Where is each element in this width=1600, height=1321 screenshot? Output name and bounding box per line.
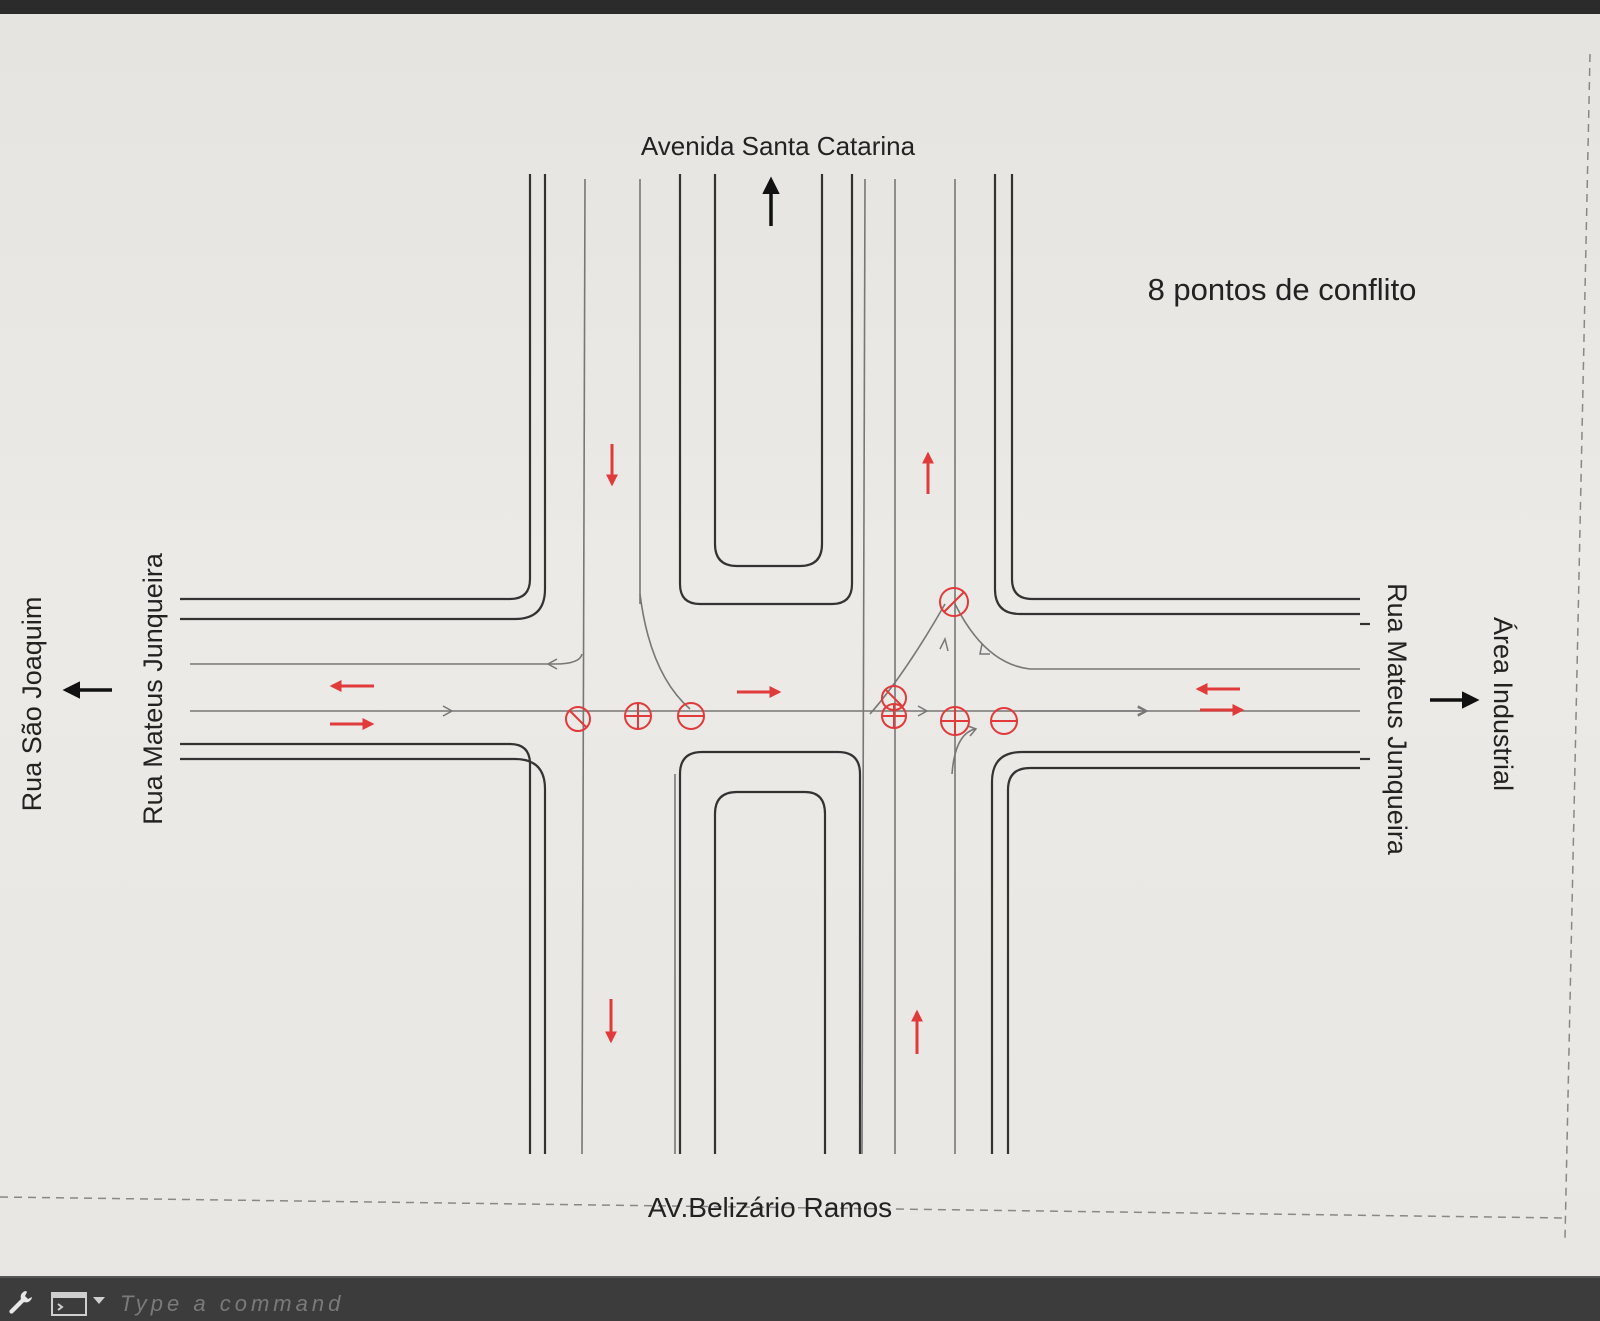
- street-label-bottom: AV.Belizário Ramos: [648, 1192, 892, 1223]
- street-label-left-inner: Rua Mateus Junqueira: [138, 552, 168, 825]
- conflict-point-2: [624, 702, 652, 730]
- drawing-canvas[interactable]: Avenida Santa Catarina AV.Belizário Ramo…: [0, 14, 1600, 1276]
- command-input[interactable]: [118, 1288, 722, 1320]
- movement-lines: [190, 178, 1360, 1155]
- intersection-drawing: Avenida Santa Catarina AV.Belizário Ramo…: [0, 53, 1591, 1240]
- conflict-count-note: 8 pontos de conflito: [1148, 272, 1417, 307]
- conflict-point-8: [990, 707, 1018, 735]
- conflict-point-1: [565, 706, 591, 732]
- window-top-bar: [0, 0, 1600, 14]
- street-label-top: Avenida Santa Catarina: [641, 131, 916, 161]
- movement-arrowheads: [442, 636, 1149, 737]
- command-line-bar: [0, 1276, 1600, 1321]
- conflict-point-7: [940, 706, 970, 736]
- wrench-icon[interactable]: [6, 1288, 34, 1316]
- street-label-left-outer: Rua São Joaquim: [17, 597, 47, 812]
- paper-border: [0, 53, 1591, 1240]
- conflict-point-5: [881, 703, 907, 729]
- road-edges: [180, 174, 1370, 1154]
- black-direction-arrows: [62, 176, 1480, 709]
- conflict-point-3: [677, 702, 705, 730]
- conflict-points: [565, 587, 1018, 736]
- red-flow-arrows: [329, 444, 1245, 1054]
- command-window-icon[interactable]: [50, 1290, 90, 1318]
- chevron-down-icon[interactable]: [92, 1296, 106, 1306]
- conflict-point-6: [939, 587, 969, 617]
- street-label-right-inner: Rua Mateus Junqueira: [1382, 583, 1412, 856]
- street-label-right-outer: Área Industrial: [1488, 617, 1518, 791]
